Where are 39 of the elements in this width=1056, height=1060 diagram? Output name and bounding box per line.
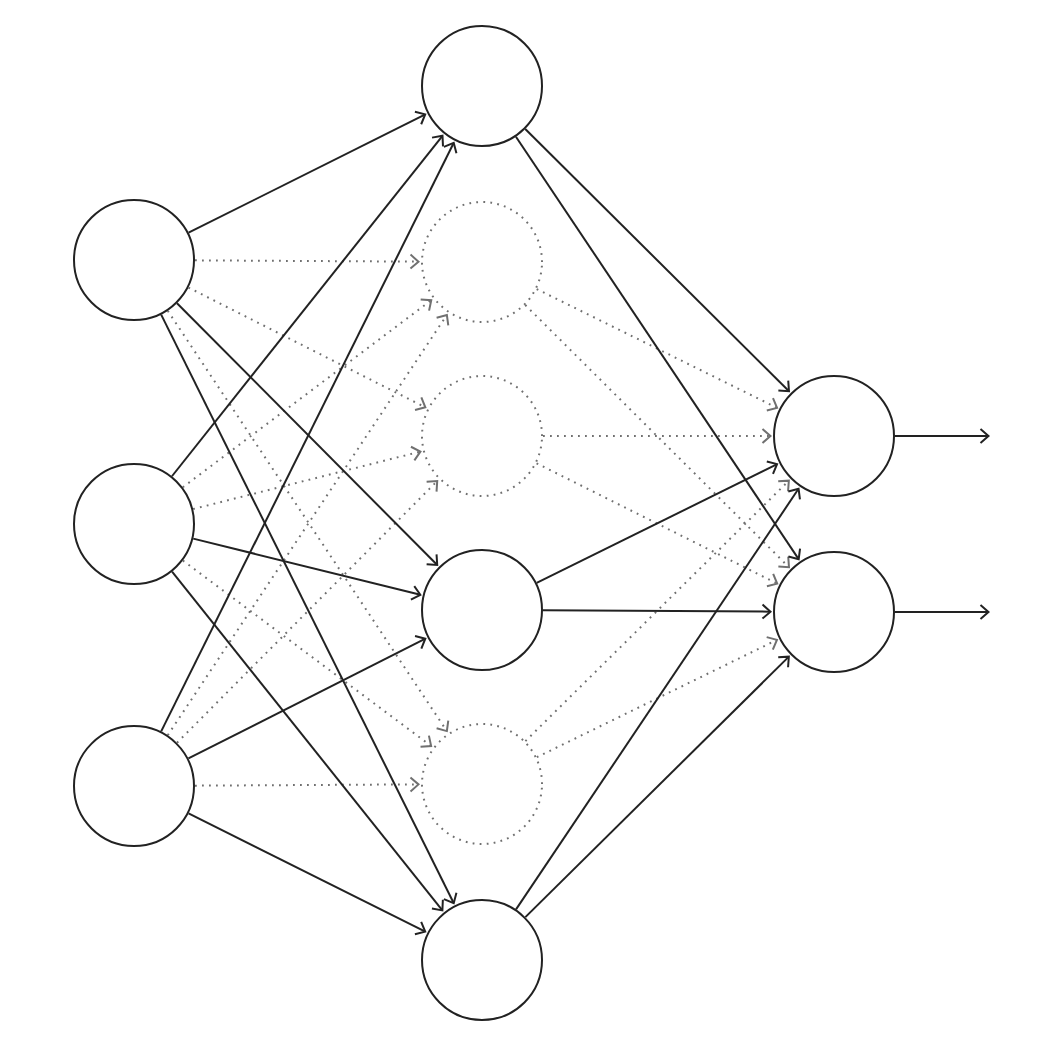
arrow [187,110,427,234]
neuron-circle [773,375,895,497]
arrow [160,313,458,905]
dotted-arrow [524,304,791,569]
arrow [160,141,458,733]
dotted-arrow [181,298,433,489]
neuron-circle [421,25,543,147]
dotted-arrow [192,445,422,511]
dotted-neuron-circle [421,723,543,845]
neuron-circle [73,725,195,847]
arrow [514,135,802,561]
neuron-circle [773,551,895,673]
arrow [170,134,444,478]
neuron-circle [73,199,195,321]
arrow [176,302,439,567]
arrow [524,655,790,919]
dotted-arrow [187,286,427,411]
arrow [171,570,444,912]
arrow [192,537,422,601]
dotted-arrow [181,559,433,748]
arrow [894,604,990,620]
dotted-arrow [194,776,420,793]
neuron-circle [73,463,195,585]
dotted-arrow [535,636,779,759]
arrow [187,635,427,760]
dotted-arrow [535,288,779,412]
dotted-arrow [176,479,439,744]
arrow [187,812,427,936]
dotted-arrow [194,253,420,270]
arrow [542,603,772,620]
neuron-circle [421,549,543,671]
arrow [515,487,801,911]
neuron-circle [421,899,543,1021]
dotted-arrow [524,479,790,743]
arrow [524,128,791,393]
arrow [894,428,990,444]
dotted-neuron-circle [421,375,543,497]
dotted-neuron-circle [421,201,543,323]
dotted-arrow [542,428,772,444]
